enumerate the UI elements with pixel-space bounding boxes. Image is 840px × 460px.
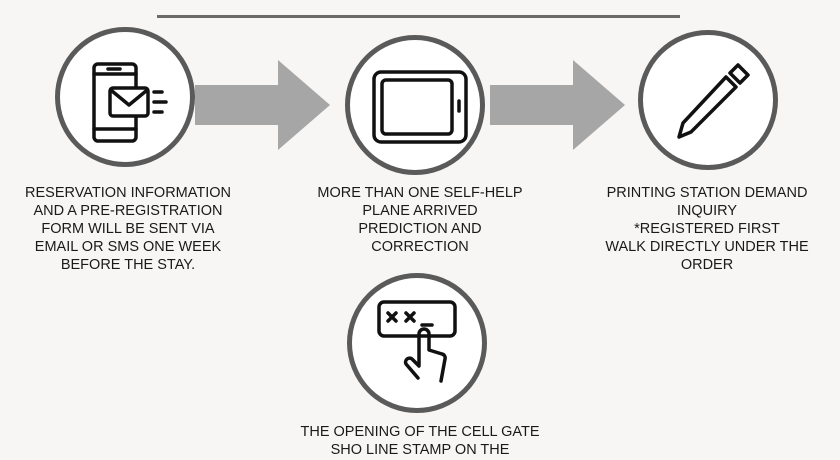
tablet-icon [372,70,468,144]
caption-line: RESERVATION INFORMATION [25,185,231,201]
caption-line: PREDICTION AND [358,221,482,237]
caption-line: FORM WILL BE SENT VIA [41,221,215,237]
step-1-caption: RESERVATION INFORMATION AND A PRE-REGIST… [0,184,268,274]
caption-line: MORE THAN ONE SELF-HELP [317,185,523,201]
pencil-icon [677,63,750,139]
phone-email-icon [92,62,168,143]
step-2-circle [345,35,485,175]
caption-line: SHO LINE STAMP ON THE [330,442,510,458]
step-2-caption: MORE THAN ONE SELF-HELP PLANE ARRIVED PR… [280,184,560,256]
arrow-right-icon [195,60,330,150]
caption-line: ORDER [680,257,734,273]
caption-line: PRINTING STATION DEMAND [606,185,808,201]
step-4-circle [347,273,487,413]
step-3-circle [638,30,778,170]
caption-line: INQUIRY [676,203,738,219]
password-touch-icon [377,300,457,383]
step-3-caption: PRINTING STATION DEMAND INQUIRY *REGISTE… [567,184,840,274]
caption-line: CORRECTION [371,239,469,255]
top-divider-line [157,15,680,18]
caption-line: PLANE ARRIVED [362,203,478,219]
caption-line: THE OPENING OF THE CELL GATE [300,424,540,440]
step-4-caption: THE OPENING OF THE CELL GATE SHO LINE ST… [280,423,560,459]
caption-line: BEFORE THE STAY. [60,257,196,273]
caption-line: AND A PRE-REGISTRATION [33,203,223,219]
caption-line: EMAIL OR SMS ONE WEEK [34,239,222,255]
arrow-right-icon [490,60,625,150]
caption-line: *REGISTERED FIRST [634,221,780,237]
step-1-circle [55,27,195,167]
caption-line: WALK DIRECTLY UNDER THE [605,239,809,255]
